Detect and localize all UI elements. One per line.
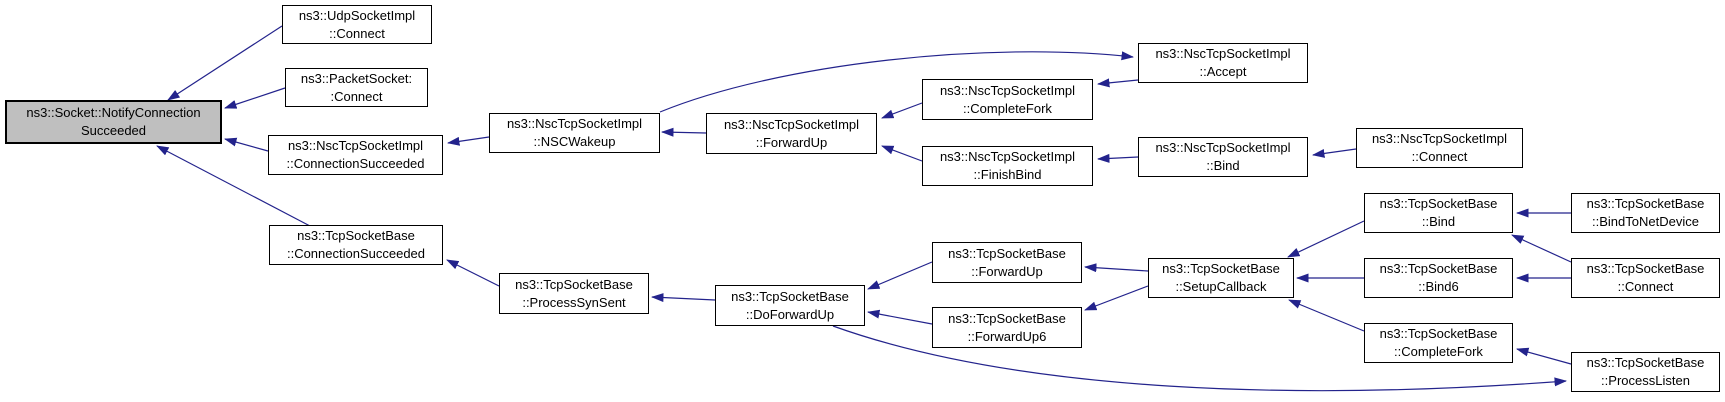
node-tcpsocketbase-bind6[interactable]: ns3::TcpSocketBase ::Bind6 (1364, 258, 1513, 298)
node-nsctcpsocketimpl-finishbind[interactable]: ns3::NscTcpSocketImpl ::FinishBind (922, 146, 1093, 186)
node-nsctcpsocketimpl-bind[interactable]: ns3::NscTcpSocketImpl ::Bind (1138, 137, 1308, 177)
edge-nsctcpsocketimpl-finishbind--nsctcpsocketimpl-forwardup (881, 145, 923, 162)
edge-tcpsocketbase-bind--tcpsocketbase-setupcallback (1287, 220, 1365, 258)
node-nsctcpsocketimpl-connect[interactable]: ns3::NscTcpSocketImpl ::Connect (1356, 128, 1523, 168)
node-nsctcpsocketimpl-completefork[interactable]: ns3::NscTcpSocketImpl ::CompleteFork (922, 79, 1093, 120)
edge-nsctcpsocketimpl-forwardup--nsctcpsocketimpl-nscwakeup (661, 127, 707, 137)
edge-tcpsocketbase-connectionsucceeded--socket-notifyconnectionsucceeded (156, 145, 311, 227)
node-packetsocket-connect[interactable]: ns3::PacketSocket: :Connect (285, 68, 428, 107)
node-tcpsocketbase-forwardup6[interactable]: ns3::TcpSocketBase ::ForwardUp6 (932, 307, 1082, 348)
edge-udpsocketimpl-connect--socket-notifyconnectionsucceeded (167, 25, 283, 101)
node-tcpsocketbase-processlisten[interactable]: ns3::TcpSocketBase ::ProcessListen (1571, 352, 1720, 392)
edge-nsctcpsocketimpl-completefork--nsctcpsocketimpl-forwardup (881, 102, 923, 119)
node-nsctcpsocketimpl-nscwakeup[interactable]: ns3::NscTcpSocketImpl ::NSCWakeup (489, 113, 660, 153)
node-socket-notifyconnectionsucceeded: ns3::Socket::NotifyConnection Succeeded (5, 100, 222, 144)
edge-tcpsocketbase-doforwardup--tcpsocketbase-processlisten (832, 325, 1567, 392)
node-tcpsocketbase-bind[interactable]: ns3::TcpSocketBase ::Bind (1364, 193, 1513, 233)
node-tcpsocketbase-forwardup[interactable]: ns3::TcpSocketBase ::ForwardUp (932, 242, 1082, 283)
node-tcpsocketbase-doforwardup[interactable]: ns3::TcpSocketBase ::DoForwardUp (715, 285, 865, 326)
edge-nsctcpsocketimpl-nscwakeup--nsctcpsocketimpl-accept (659, 51, 1134, 113)
edge-tcpsocketbase-forwardup--tcpsocketbase-doforwardup (867, 261, 933, 290)
node-tcpsocketbase-bindtonetdevice[interactable]: ns3::TcpSocketBase ::BindToNetDevice (1571, 193, 1720, 233)
node-tcpsocketbase-connect[interactable]: ns3::TcpSocketBase ::Connect (1571, 258, 1720, 298)
edge-tcpsocketbase-setupcallback--tcpsocketbase-forwardup6 (1084, 285, 1149, 311)
edge-tcpsocketbase-doforwardup--tcpsocketbase-processsynsent (651, 293, 716, 303)
edge-group (156, 25, 1572, 392)
node-tcpsocketbase-completefork[interactable]: ns3::TcpSocketBase ::CompleteFork (1364, 323, 1513, 363)
edge-nsctcpsocketimpl-connect--nsctcpsocketimpl-bind (1312, 148, 1357, 158)
edge-packetsocket-connect--socket-notifyconnectionsucceeded (224, 87, 286, 109)
node-tcpsocketbase-connectionsucceeded[interactable]: ns3::TcpSocketBase ::ConnectionSucceeded (269, 225, 443, 265)
node-tcpsocketbase-setupcallback[interactable]: ns3::TcpSocketBase ::SetupCallback (1148, 258, 1294, 298)
node-nsctcpsocketimpl-connectionsucceeded[interactable]: ns3::NscTcpSocketImpl ::ConnectionSuccee… (268, 135, 443, 175)
edge-tcpsocketbase-connect--tcpsocketbase-bind (1511, 234, 1572, 263)
node-nsctcpsocketimpl-forwardup[interactable]: ns3::NscTcpSocketImpl ::ForwardUp (706, 113, 877, 154)
node-nsctcpsocketimpl-accept[interactable]: ns3::NscTcpSocketImpl ::Accept (1138, 43, 1308, 83)
node-tcpsocketbase-processsynsent[interactable]: ns3::TcpSocketBase ::ProcessSynSent (499, 273, 649, 314)
edge-tcpsocketbase-forwardup6--tcpsocketbase-doforwardup (867, 309, 933, 325)
edge-tcpsocketbase-completefork--tcpsocketbase-setupcallback (1288, 299, 1365, 332)
edge-nsctcpsocketimpl-bind--nsctcpsocketimpl-finishbind (1097, 153, 1139, 163)
edge-tcpsocketbase-setupcallback--tcpsocketbase-forwardup (1084, 263, 1149, 273)
edge-tcpsocketbase-processsynsent--tcpsocketbase-connectionsucceeded (446, 259, 500, 287)
edge-tcpsocketbase-processlisten--tcpsocketbase-completefork (1516, 347, 1572, 365)
node-udpsocketimpl-connect[interactable]: ns3::UdpSocketImpl ::Connect (282, 5, 432, 44)
edge-nsctcpsocketimpl-accept--nsctcpsocketimpl-completefork (1097, 78, 1139, 88)
edge-nsctcpsocketimpl-nscwakeup--nsctcpsocketimpl-connectionsucceeded (447, 136, 490, 146)
edge-nsctcpsocketimpl-connectionsucceeded--socket-notifyconnectionsucceeded (224, 137, 269, 152)
